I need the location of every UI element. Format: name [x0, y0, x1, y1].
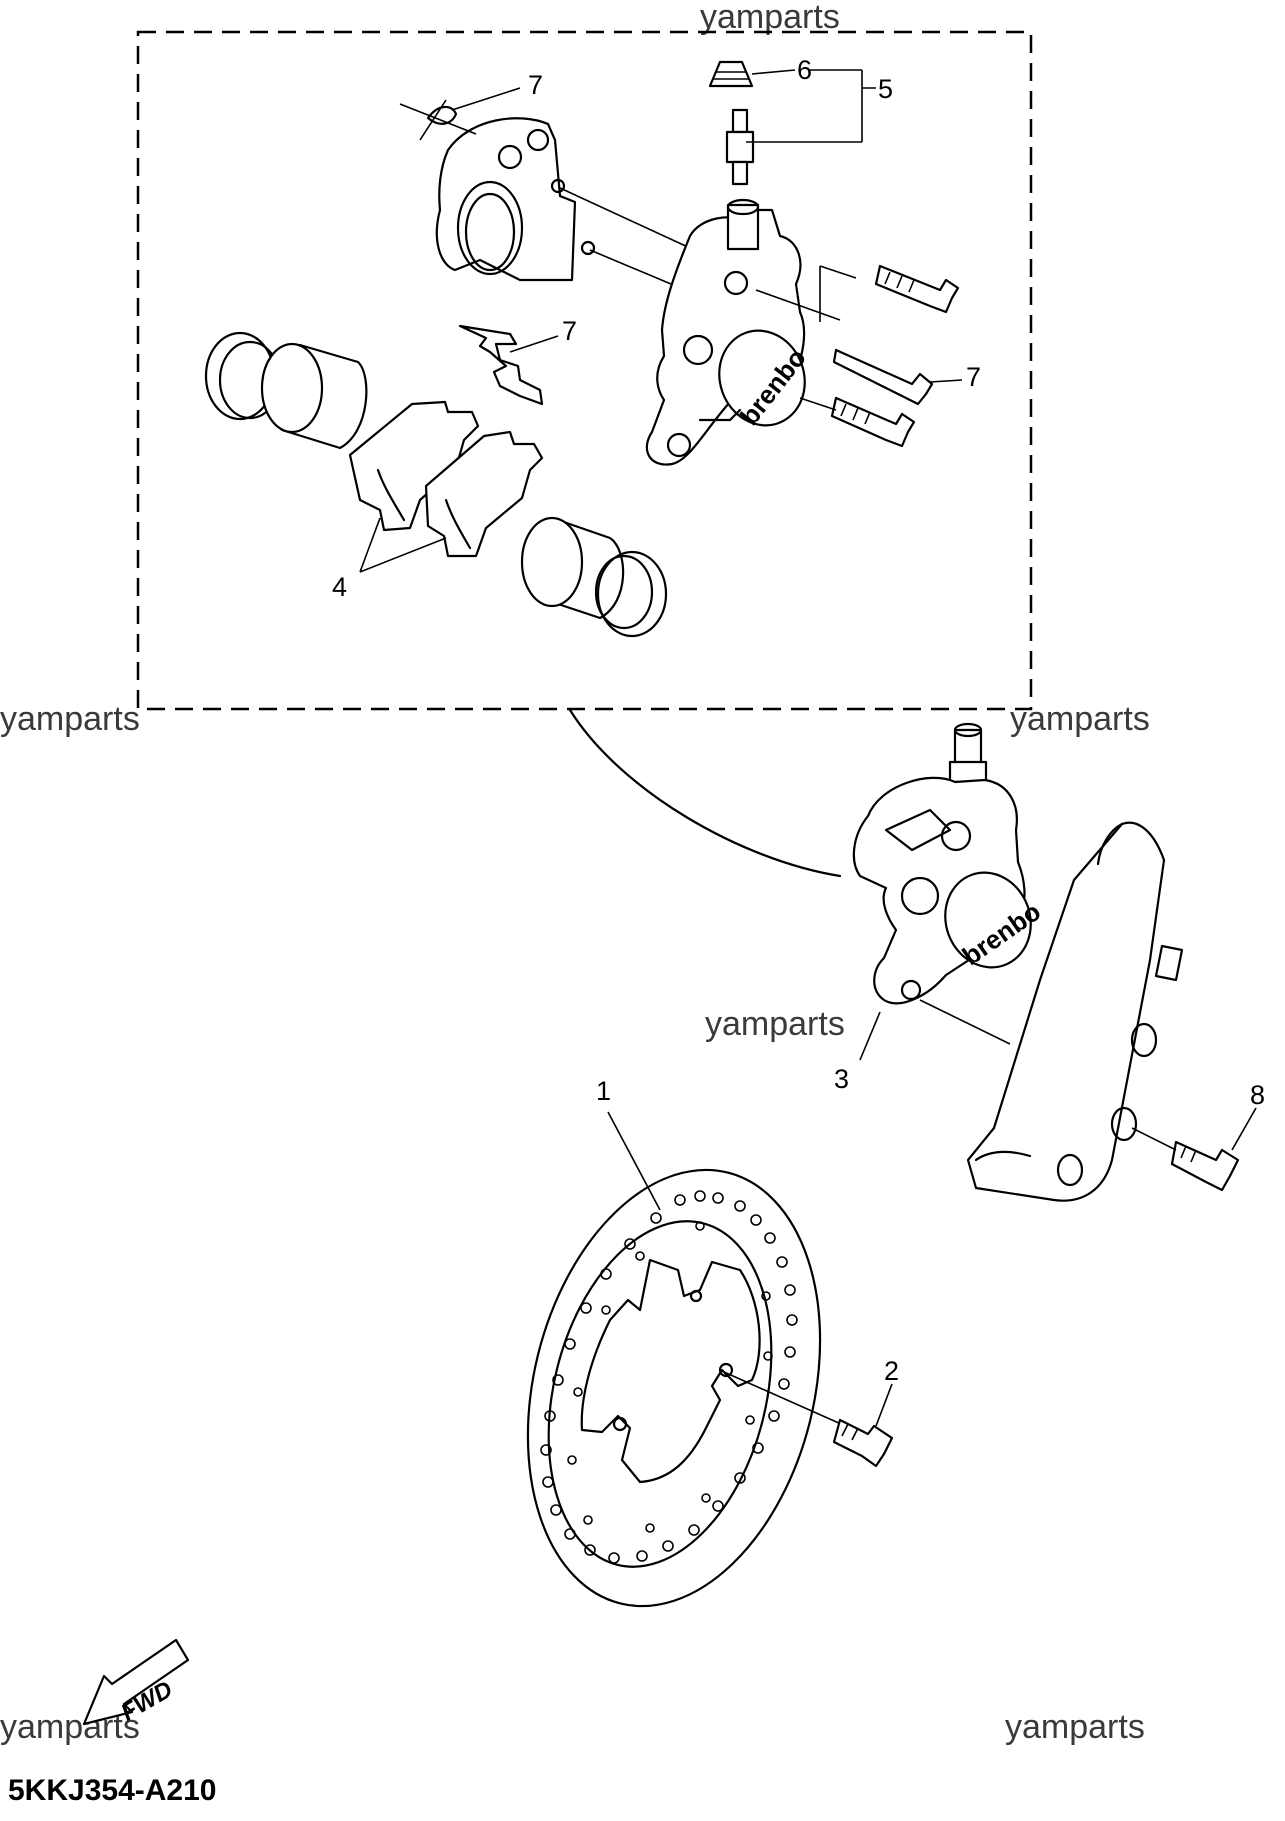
callout-line: [359, 517, 447, 573]
brake-disc: [526, 1168, 822, 1608]
watermark: yamparts: [1010, 700, 1150, 738]
caliper-bolt: [874, 264, 960, 314]
callout-7: 7: [966, 362, 981, 392]
caliper-bracket: [435, 117, 596, 282]
caliper-mount-bolt: [1170, 1140, 1240, 1192]
brake-pad: [348, 400, 480, 532]
piston: [260, 342, 368, 450]
exploded-view-connector: [568, 708, 842, 878]
callout-line: [451, 87, 521, 111]
callout-2: 2: [884, 1356, 899, 1386]
front-fork-leg: [966, 821, 1184, 1202]
guide-line: [559, 187, 691, 249]
front-caliper-assembly: brenbo: [852, 722, 1046, 1005]
callout-7: 7: [562, 316, 577, 346]
callout-line: [746, 69, 876, 143]
callout-7: 7: [528, 70, 543, 100]
callout-3: 3: [834, 1064, 849, 1094]
callout-line: [1231, 1107, 1257, 1151]
callout-8: 8: [1250, 1080, 1265, 1110]
disc-bolt: [832, 1418, 894, 1468]
watermark: yamparts: [705, 1005, 845, 1043]
callout-line: [607, 1111, 661, 1211]
guide-line: [799, 397, 837, 411]
guide-line: [919, 999, 1011, 1045]
callout-1: 1: [596, 1076, 611, 1106]
diagram-code: 5KKJ354-A210: [8, 1774, 216, 1807]
guide-line: [723, 1371, 851, 1429]
callout-line: [859, 1011, 881, 1061]
caliper-bolt: [830, 396, 916, 448]
bleed-screw: [725, 108, 755, 186]
callout-5: 5: [878, 74, 893, 104]
callout-4: 4: [332, 572, 347, 602]
callout-line: [509, 335, 559, 353]
exploded-view-boundary: [136, 30, 1033, 711]
pin-boot: [399, 99, 477, 141]
guide-line: [755, 289, 841, 321]
fwd-arrow-icon: FWD: [82, 1638, 190, 1727]
piston: [520, 516, 625, 620]
callout-line: [875, 1383, 893, 1427]
watermark: yamparts: [1005, 1708, 1145, 1746]
watermark: yamparts: [0, 700, 140, 738]
caliper-body: brenbo: [645, 198, 812, 466]
bleed-cap: [708, 60, 754, 88]
callout-6: 6: [797, 55, 812, 85]
piston-seal: [594, 550, 668, 638]
guide-line: [1131, 1127, 1177, 1151]
pad-spring: [458, 324, 544, 406]
pad-pin: [832, 348, 934, 406]
watermark: yamparts: [700, 0, 840, 36]
